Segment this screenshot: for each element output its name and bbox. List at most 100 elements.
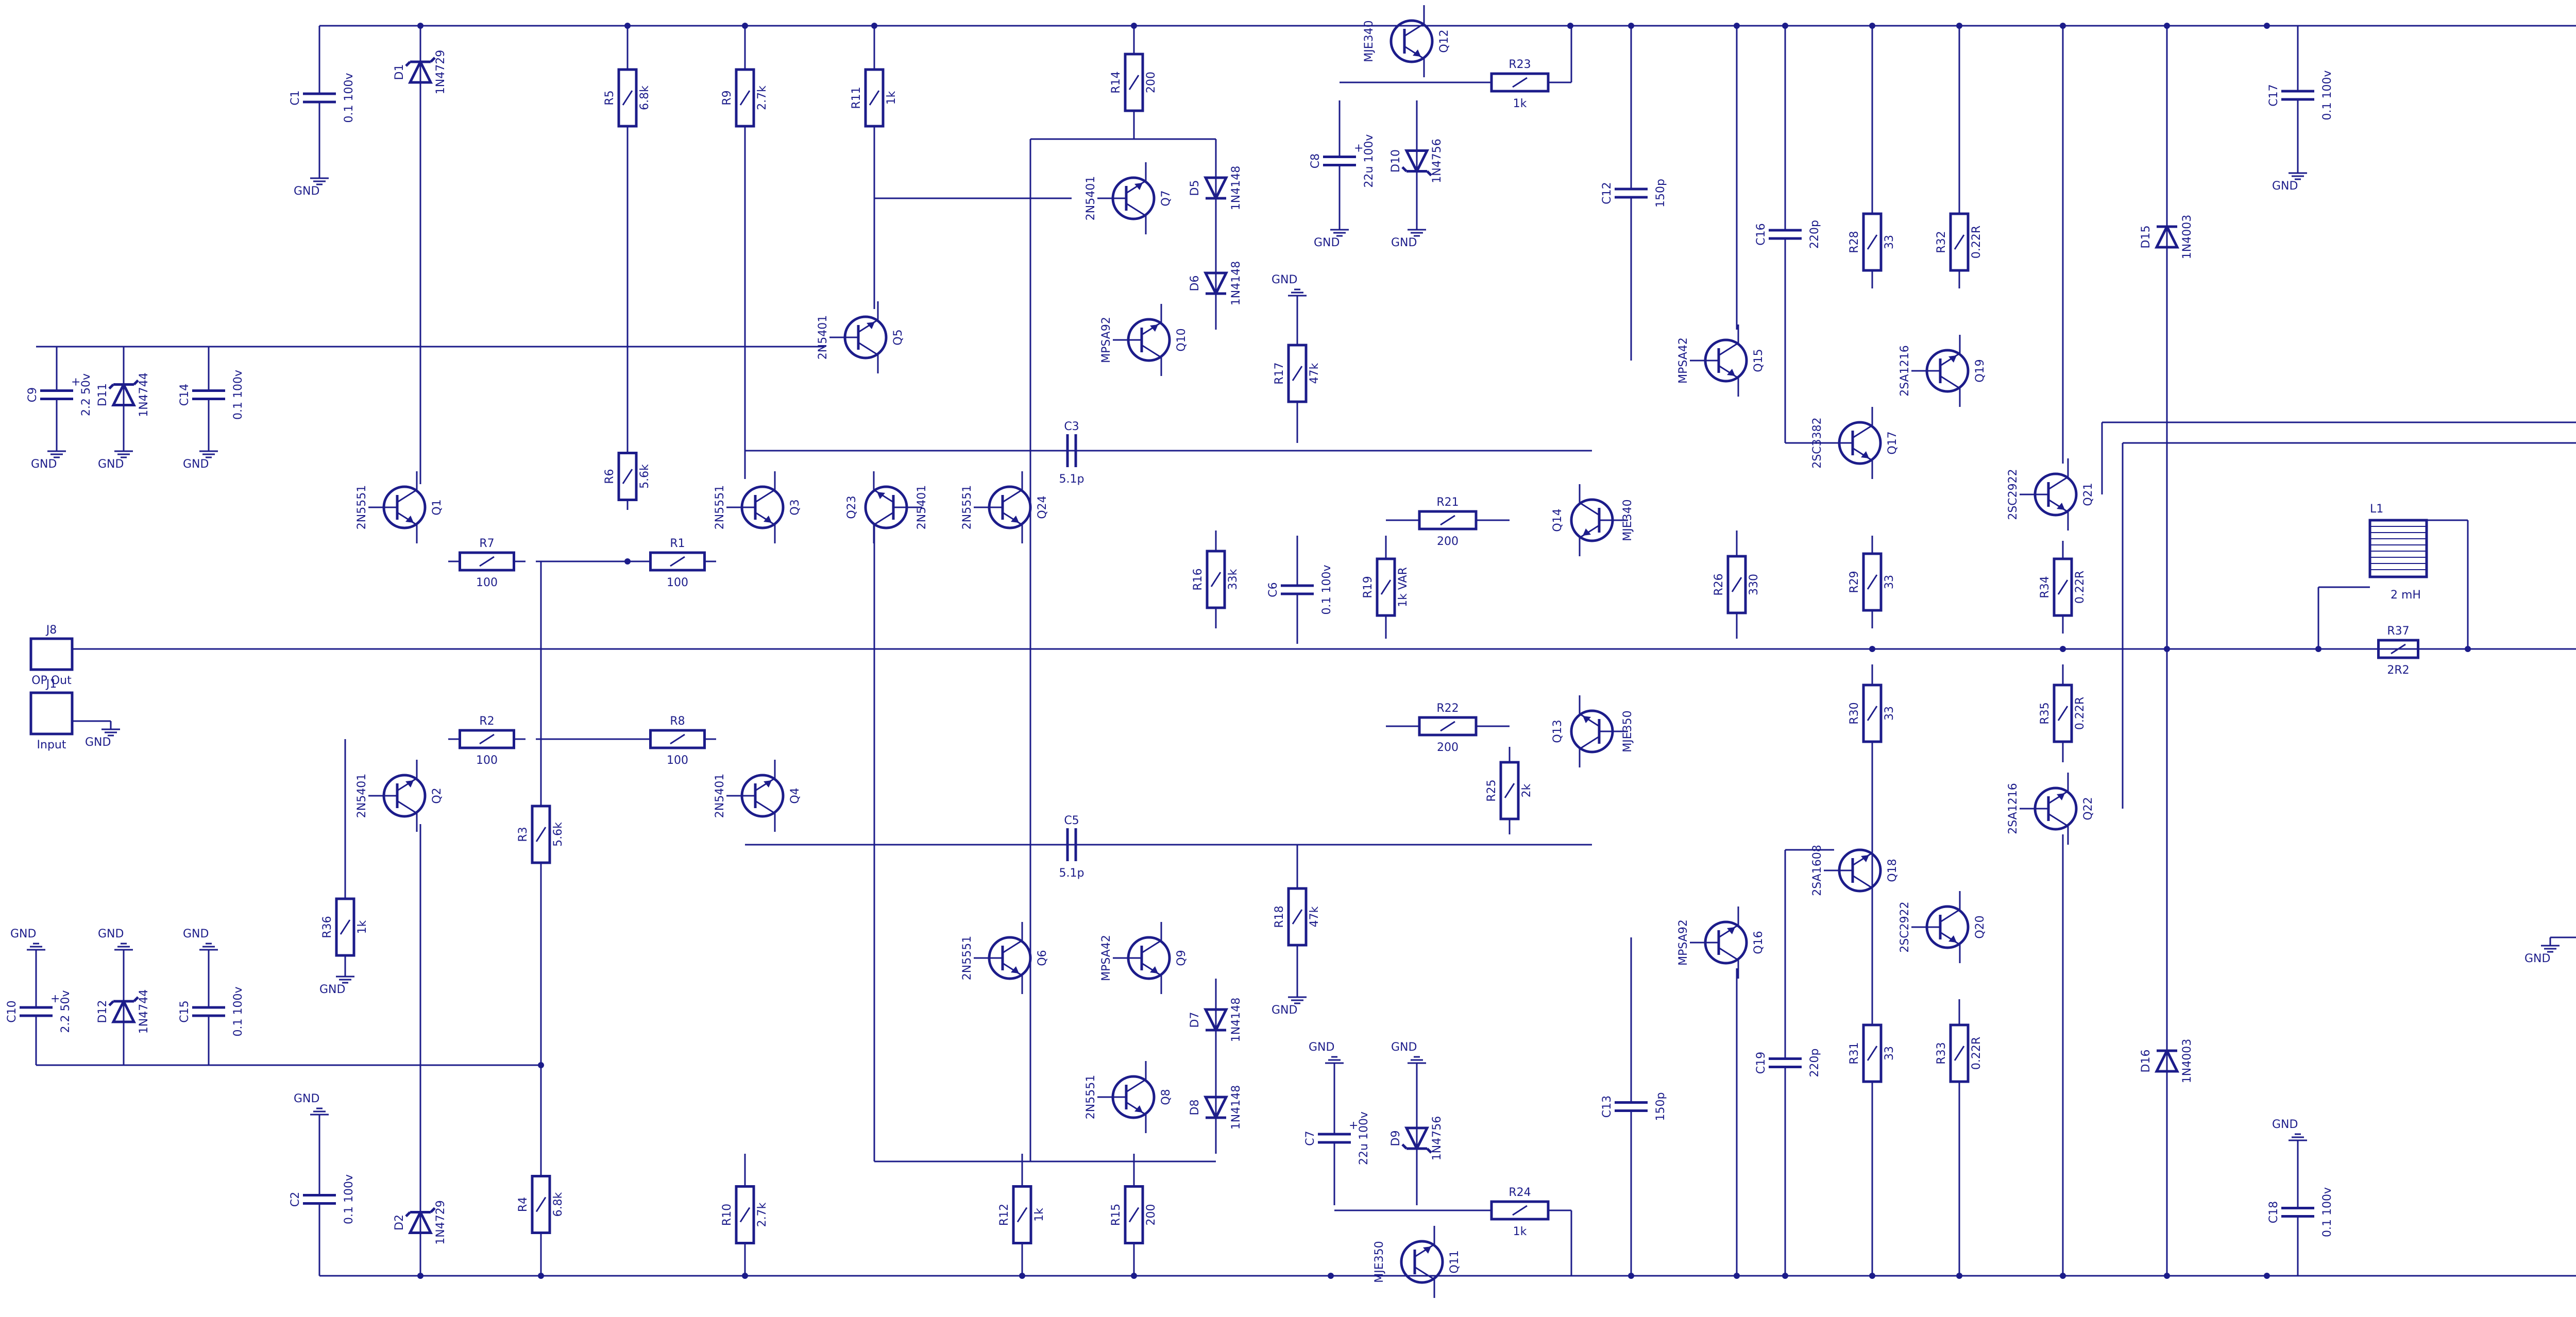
ref-designator: R31 (1848, 1042, 1861, 1064)
ground-symbol: GND (1391, 221, 1426, 249)
ref-designator: Q9 (1175, 950, 1188, 966)
ref-designator: D2 (393, 1215, 406, 1230)
gnd-label: GND (183, 928, 209, 940)
ref-designator: R12 (998, 1204, 1011, 1226)
ground-symbol: GND (319, 968, 354, 996)
ref-designator: R35 (2039, 702, 2052, 724)
component-value: 200 (1437, 741, 1459, 754)
component-value: 2N5551 (961, 485, 974, 529)
ref-designator: C19 (1755, 1052, 1768, 1074)
component-value: OP Out (31, 674, 72, 687)
ground-symbol: GND (98, 928, 133, 958)
component-value: 0.22R (1970, 226, 1983, 259)
component-value: 22u 100v (1363, 134, 1376, 188)
component-value: 100 (476, 576, 498, 589)
ref-designator: R4 (517, 1197, 530, 1212)
component-value: 2SC2922 (2007, 469, 2020, 520)
gnd-label: GND (2524, 952, 2550, 965)
ref-designator: C1 (289, 90, 302, 105)
ref-designator: R37 (2387, 625, 2409, 638)
component-value: 100 (476, 754, 498, 767)
ref-designator: R19 (1362, 576, 1375, 598)
component-value: 2SA1216 (2007, 783, 2020, 834)
ref-designator: R6 (603, 469, 616, 484)
component-value: 33 (1883, 235, 1896, 249)
ref-designator: Q7 (1160, 190, 1173, 206)
ref-designator: Q22 (2082, 797, 2095, 820)
component-value: 22u 100v (1358, 1111, 1370, 1165)
component-value: 2N5401 (355, 774, 368, 818)
component-value: 2N5551 (355, 485, 368, 529)
ref-designator: D1 (393, 64, 406, 80)
ref-designator: R16 (1192, 568, 1205, 590)
ref-designator: D5 (1189, 180, 1201, 196)
ground-symbol: GND (1391, 1041, 1426, 1071)
junction-dot (624, 558, 631, 565)
component-value: 2SA1216 (1899, 345, 1911, 396)
ref-designator: R21 (1436, 496, 1459, 509)
component-value: 1k (1513, 1225, 1527, 1238)
junction-dot (2164, 646, 2170, 652)
ref-designator: C10 (6, 1000, 19, 1022)
component-value: 1N4729 (434, 1200, 447, 1244)
junction-dot (2060, 646, 2066, 652)
ref-designator: R2 (479, 715, 494, 728)
component-value: 1N4003 (2181, 1039, 2194, 1083)
ref-designator: C2 (289, 1192, 302, 1207)
ref-designator: D11 (96, 383, 109, 406)
component-value: 1N4744 (138, 372, 150, 417)
component-value: 47k (1308, 363, 1321, 384)
component-value: 100 (667, 576, 688, 589)
component-value: 0.1 100v (1320, 565, 1333, 615)
component-value: 200 (1145, 72, 1158, 93)
ref-designator: R33 (1935, 1042, 1948, 1064)
component-value: 220p (1808, 1049, 1821, 1077)
ref-designator: R15 (1110, 1204, 1123, 1226)
gnd-label: GND (294, 1092, 319, 1105)
ground-symbol: GND (2272, 1118, 2307, 1149)
component-value: 2N5401 (714, 774, 726, 818)
ref-designator: R30 (1848, 702, 1861, 724)
component-value: MJE350 (1373, 1241, 1386, 1282)
component-value: 0.22R (1970, 1037, 1983, 1070)
transistor-q7: 2N5401 Q7 (1084, 162, 1173, 234)
gnd-label: GND (1314, 236, 1340, 249)
junction-dot (538, 1062, 544, 1068)
ground-symbol: GND (2272, 165, 2307, 193)
ref-designator: C12 (1601, 182, 1614, 204)
ref-designator: Q12 (1438, 29, 1451, 53)
ref-designator: Q6 (1036, 950, 1049, 966)
junction-dot (2465, 646, 2471, 652)
ref-designator: J1 (45, 678, 57, 691)
ground-symbol: GND (294, 1092, 329, 1123)
component-value: 2N5401 (1084, 176, 1097, 220)
polarity-mark: + (50, 993, 60, 1005)
component-value: 150p (1654, 179, 1667, 208)
